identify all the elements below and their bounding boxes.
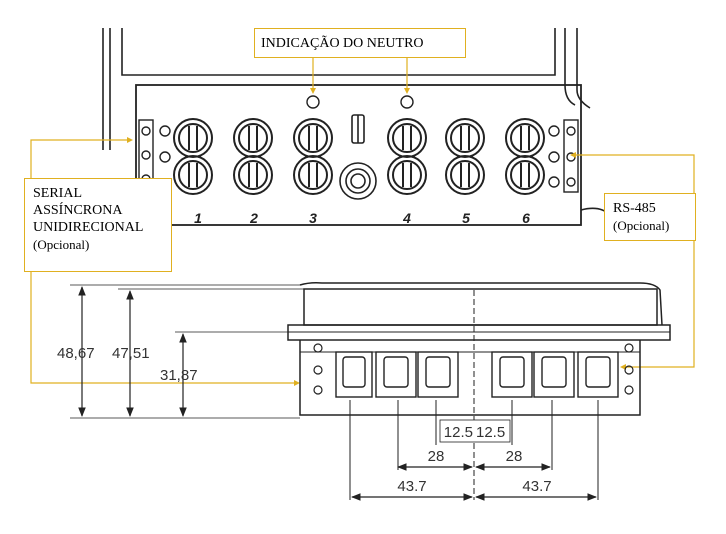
dimension-height-mid: 47,51	[112, 345, 150, 362]
callout-neutral-text: INDICAÇÃO DO NEUTRO	[261, 36, 424, 51]
side-view-housing	[287, 282, 671, 416]
center-dimension-box	[439, 419, 511, 443]
terminal-number-3: 3	[309, 210, 317, 226]
callout-rs485: RS-485 (Opcional)	[604, 193, 696, 241]
callout-serial-line-4: (Opcional)	[33, 237, 90, 252]
dimension-center-left: 12.5	[444, 424, 473, 441]
fuse-element	[351, 114, 365, 144]
callout-serial-async: SERIAL ASSÍNCRONA UNIDIRECIONAL (Opciona…	[24, 178, 172, 272]
terminal-block-6	[505, 118, 545, 195]
neutral-indicators	[306, 95, 414, 109]
callout-serial-line-1: SERIAL	[33, 186, 82, 201]
terminal-number-6: 6	[522, 210, 530, 226]
dimension-center-right: 12.5	[476, 424, 505, 441]
dimension-spacing-right: 28	[506, 448, 523, 465]
callout-serial-line-2: ASSÍNCRONA	[33, 203, 123, 218]
dimension-outer-right: 43.7	[522, 478, 551, 495]
callout-serial-line-3: UNIDIRECIONAL	[33, 220, 144, 235]
terminal-number-1: 1	[194, 210, 202, 226]
dimension-height-inner: 31,87	[160, 367, 198, 384]
terminal-block-4	[387, 118, 427, 195]
terminal-number-2: 2	[249, 210, 258, 226]
center-knob	[339, 162, 377, 200]
terminal-number-4: 4	[402, 210, 411, 226]
side-view-ports	[335, 351, 619, 398]
callout-leader-ends	[127, 88, 626, 386]
terminal-block-1	[173, 118, 213, 195]
vertical-dimensions	[70, 284, 304, 419]
callout-rs485-line-2: (Opcional)	[613, 218, 670, 233]
terminal-block-5	[445, 118, 485, 195]
callout-rs485-line-1: RS-485	[613, 201, 656, 216]
dimension-height-total: 48,67	[57, 345, 95, 362]
dimension-spacing-left: 28	[428, 448, 445, 465]
terminal-number-5: 5	[462, 210, 470, 226]
terminal-block-3	[293, 118, 333, 195]
terminal-block-2	[233, 118, 273, 195]
side-view-screws	[313, 343, 634, 395]
horizontal-dimensions	[349, 290, 599, 501]
dimension-outer-left: 43.7	[397, 478, 426, 495]
callout-neutral-indication: INDICAÇÃO DO NEUTRO	[254, 28, 466, 58]
